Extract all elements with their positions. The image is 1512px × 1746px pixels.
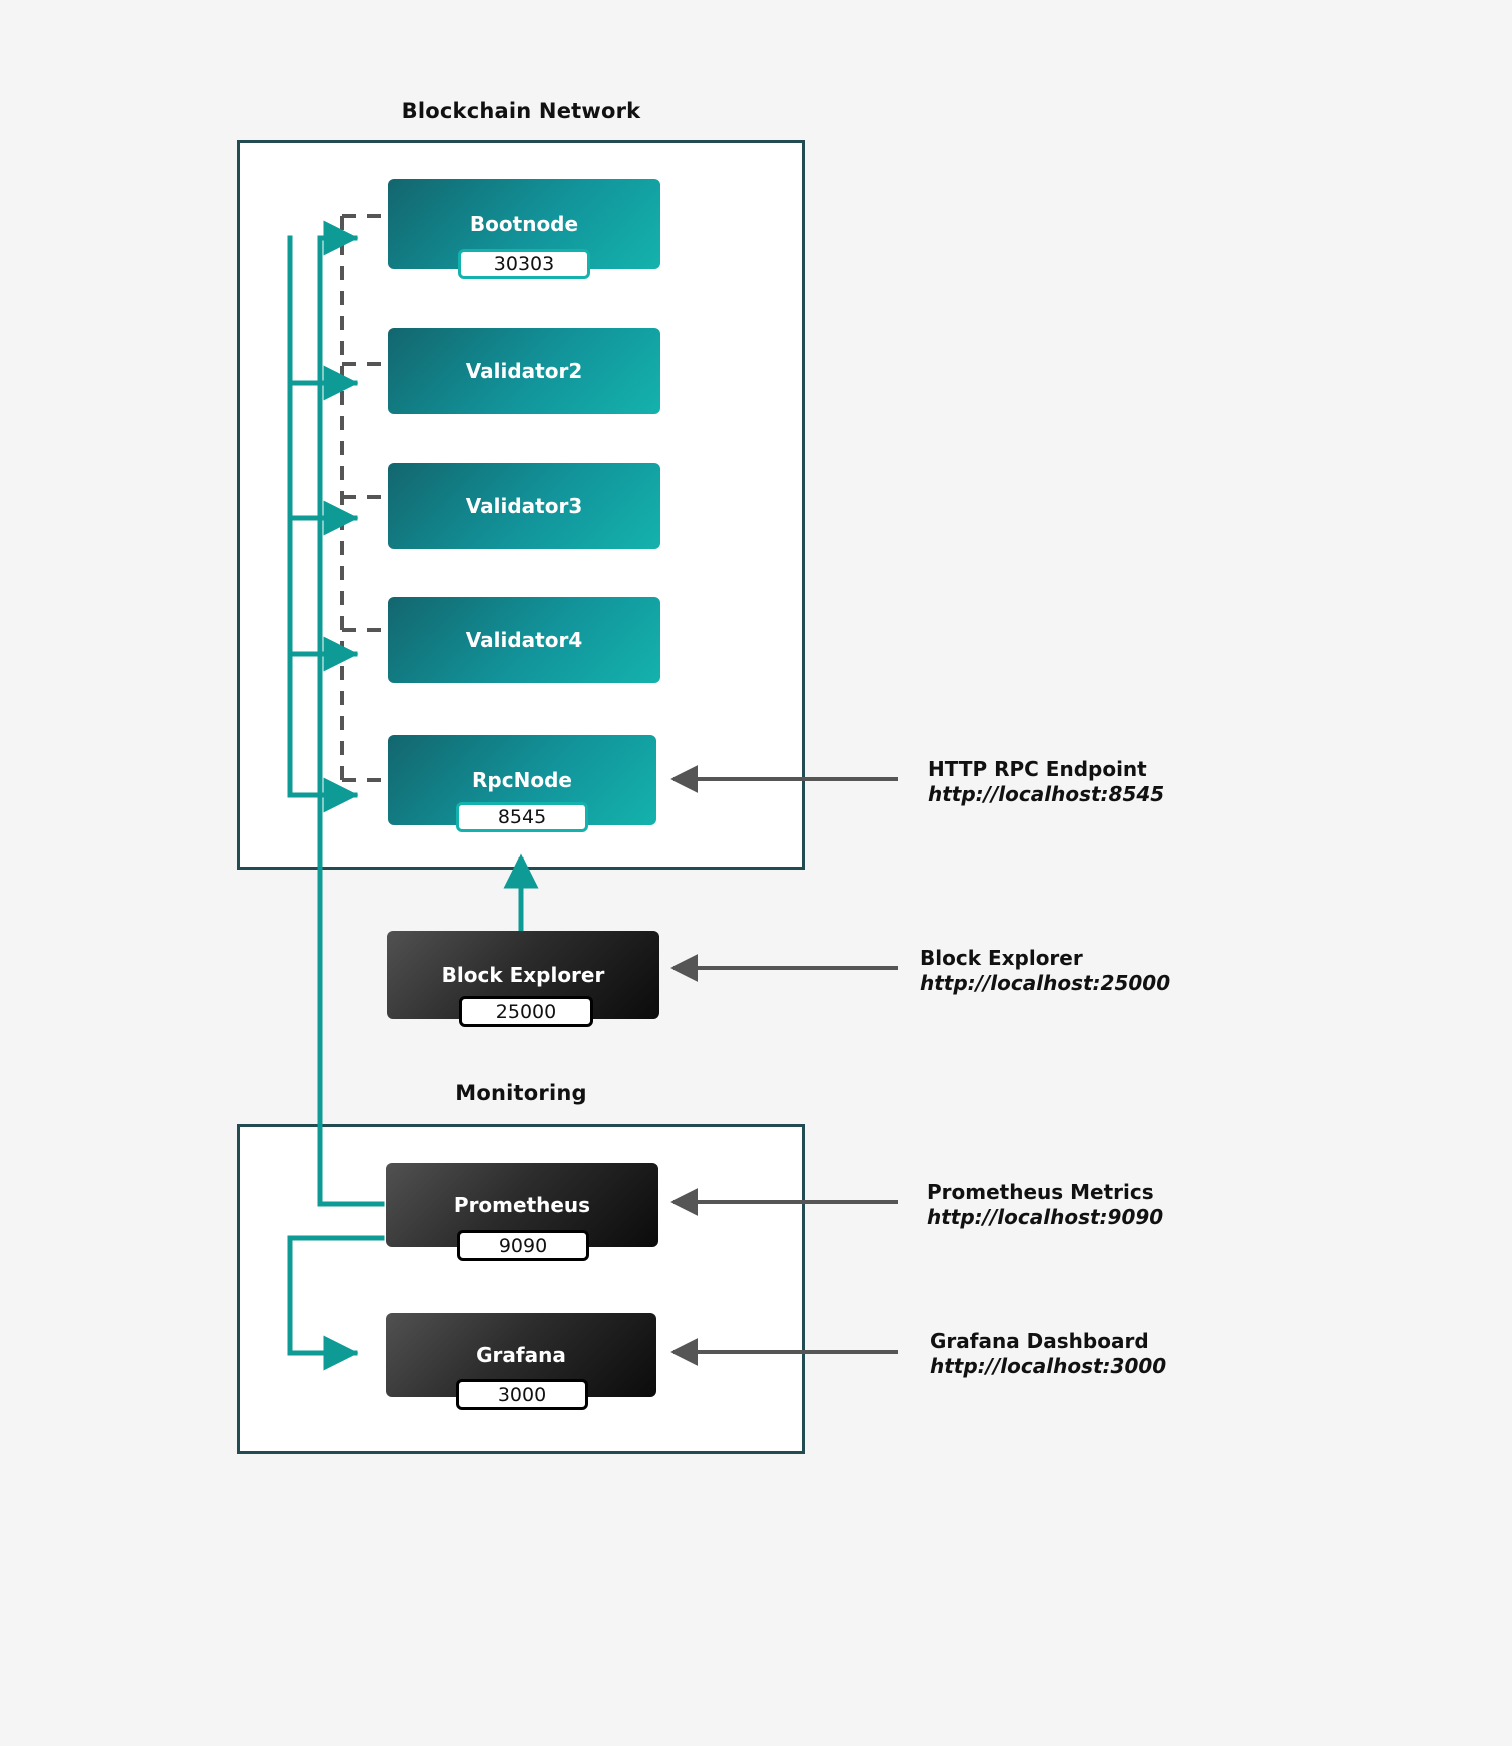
node-label-bootnode: Bootnode — [469, 212, 579, 236]
cluster-title-blockchain-network: Blockchain Network — [401, 99, 641, 123]
annotation-grafana-dashboard: Grafana Dashboard http://localhost:3000 — [930, 1329, 1166, 1379]
node-label-prometheus: Prometheus — [453, 1193, 591, 1217]
annotation-prometheus-metrics: Prometheus Metrics http://localhost:9090 — [927, 1180, 1163, 1230]
port-badge-block-explorer: 25000 — [459, 996, 593, 1027]
node-label-grafana: Grafana — [476, 1343, 566, 1367]
node-label-block-explorer: Block Explorer — [441, 963, 605, 987]
annotation-url-rpc-endpoint[interactable]: http://localhost:8545 — [928, 782, 1165, 806]
annotation-url-prometheus-metrics[interactable]: http://localhost:9090 — [927, 1205, 1164, 1229]
node-validator4[interactable]: Validator4 — [388, 597, 660, 683]
annotation-url-grafana-dashboard[interactable]: http://localhost:3000 — [930, 1354, 1167, 1378]
port-badge-rpcnode: 8545 — [456, 802, 588, 832]
port-badge-prometheus: 9090 — [457, 1230, 589, 1261]
port-badge-grafana: 3000 — [456, 1379, 588, 1410]
annotation-url-block-explorer[interactable]: http://localhost:25000 — [920, 971, 1171, 995]
annotation-rpc-endpoint: HTTP RPC Endpoint http://localhost:8545 — [928, 757, 1164, 807]
annotation-block-explorer: Block Explorer http://localhost:25000 — [920, 946, 1170, 996]
node-label-validator3: Validator3 — [465, 494, 583, 518]
annotation-title-grafana-dashboard: Grafana Dashboard — [930, 1329, 1149, 1353]
node-label-validator4: Validator4 — [465, 628, 583, 652]
annotation-title-rpc-endpoint: HTTP RPC Endpoint — [928, 757, 1147, 781]
node-validator3[interactable]: Validator3 — [388, 463, 660, 549]
cluster-title-monitoring: Monitoring — [455, 1081, 587, 1105]
annotation-title-prometheus-metrics: Prometheus Metrics — [927, 1180, 1154, 1204]
node-label-validator2: Validator2 — [465, 359, 583, 383]
node-label-rpcnode: RpcNode — [472, 768, 572, 792]
port-badge-bootnode: 30303 — [458, 249, 590, 279]
annotation-title-block-explorer: Block Explorer — [920, 946, 1083, 970]
node-rpcnode[interactable]: RpcNode — [388, 735, 656, 825]
node-validator2[interactable]: Validator2 — [388, 328, 660, 414]
